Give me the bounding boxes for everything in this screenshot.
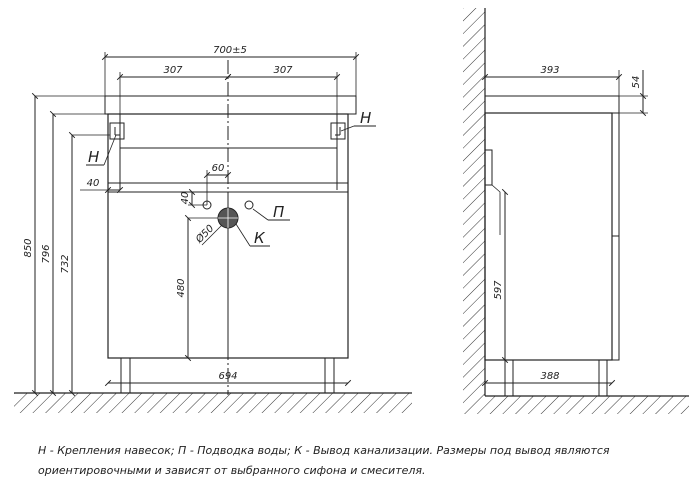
side-wall-bracket: [484, 149, 493, 186]
label-height-total: 850: [23, 238, 34, 257]
mount-bracket-right: [330, 122, 346, 140]
drain-diameter-leader: [201, 224, 223, 246]
marker-mount-right: Н: [360, 109, 371, 127]
label-top-depth: 393: [540, 65, 559, 76]
wall-side: [463, 8, 486, 396]
water-inlet-right: [244, 200, 254, 210]
leg-left: [120, 357, 131, 394]
countertop: [104, 95, 357, 115]
label-body-height: 597: [493, 280, 504, 300]
drain-leader: [235, 223, 251, 247]
side-view: [463, 8, 689, 414]
label-height-mount: 732: [60, 254, 71, 273]
floor-side: [463, 395, 689, 414]
marker-drain: К: [254, 229, 266, 247]
label-drain-height: 480: [176, 278, 187, 297]
leg-right: [324, 357, 335, 394]
label-pipe-offset-y: 40: [180, 192, 191, 205]
label-width-total: 700±5: [213, 45, 247, 56]
legend-line-2: ориентировочными и зависят от выбранного…: [38, 464, 426, 477]
floor-front: [14, 392, 412, 413]
side-leg-front: [598, 359, 608, 397]
marker-water: П: [273, 203, 284, 221]
mount-bracket-left: [109, 122, 125, 140]
legend-line-1: Н - Крепления навесок; П - Подводка воды…: [38, 444, 610, 457]
label-height-body: 796: [41, 244, 52, 263]
side-door-lower: [611, 235, 620, 361]
label-top-thickness: 54: [631, 76, 642, 89]
label-half-left: 307: [163, 65, 183, 76]
label-drain-diameter: Ø50: [193, 222, 217, 246]
label-half-right: 307: [273, 65, 293, 76]
marker-mount-left: Н: [88, 148, 99, 166]
front-view: [14, 52, 412, 413]
label-pipe-offset-x: 60: [212, 163, 225, 174]
side-cabinet-body: [484, 112, 613, 361]
legend-note: Н - Крепления навесок; П - Подводка воды…: [38, 441, 678, 481]
side-leg-back: [504, 359, 514, 397]
side-door-upper: [611, 112, 620, 237]
label-mount-offset: 40: [87, 178, 100, 189]
water-leader: [252, 208, 269, 221]
side-countertop: [484, 95, 620, 114]
label-bottom-depth: 388: [540, 371, 559, 382]
label-bottom-width: 694: [218, 371, 237, 382]
